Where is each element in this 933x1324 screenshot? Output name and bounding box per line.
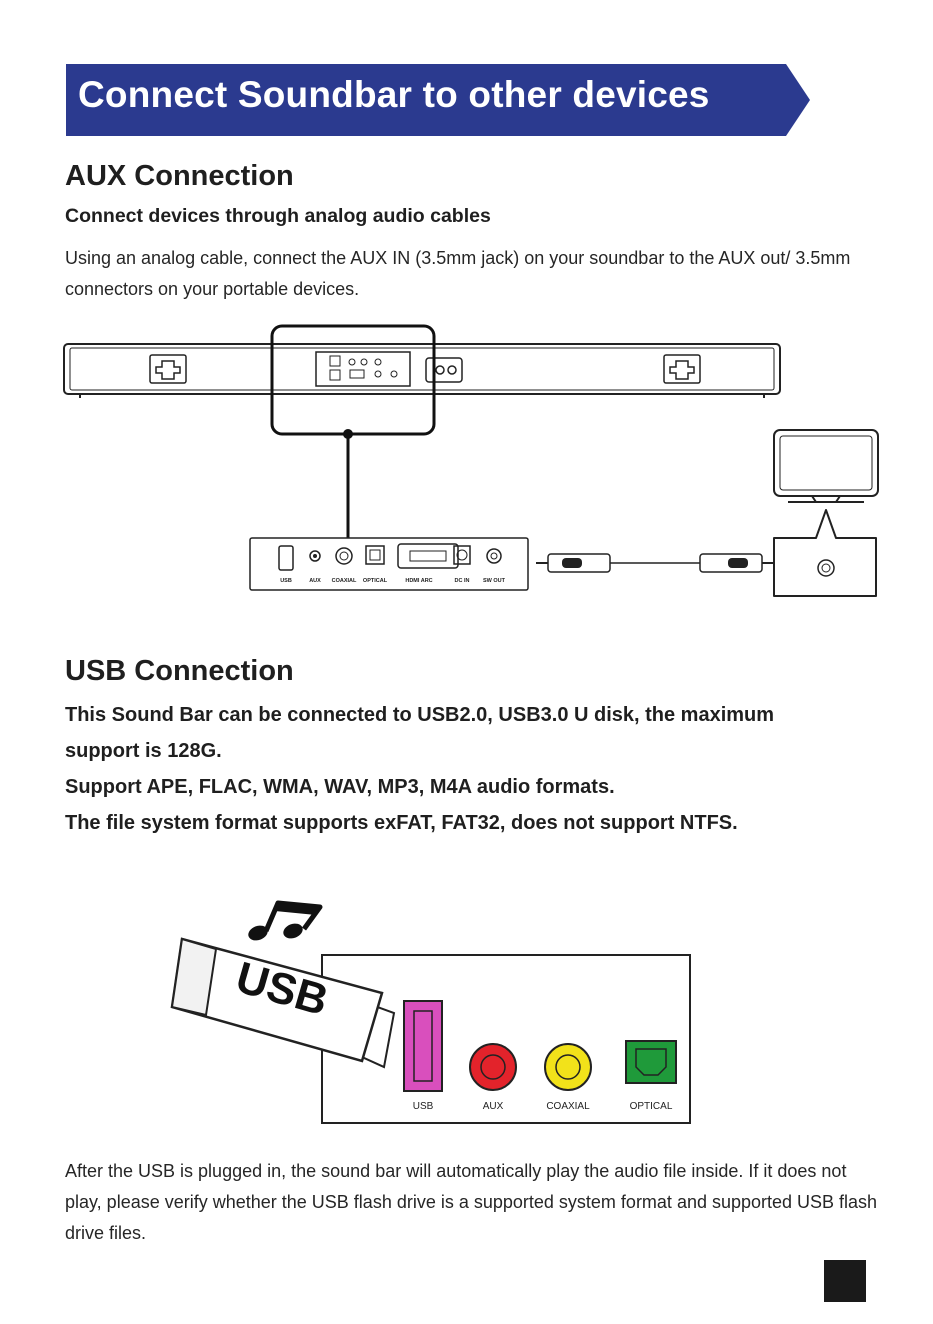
music-note-icon — [248, 900, 323, 941]
panel-label-usb: USB — [280, 578, 292, 584]
mount-plate-right-icon — [663, 354, 701, 384]
tv-icon — [773, 429, 879, 503]
page-title: Connect Soundbar to other devices — [78, 74, 710, 115]
aux-subheading: Connect devices through analog audio cab… — [65, 205, 491, 227]
page-number-box — [824, 1260, 866, 1302]
usb-line-2: support is 128G. — [65, 740, 222, 762]
header-banner — [66, 64, 810, 136]
rear-panel-enlarged: USB AUX COAXIAL OPTICAL HDMI ARC DC IN S… — [249, 537, 529, 591]
aux-heading: AUX Connection — [65, 160, 294, 192]
aux-connection-diagram: USB AUX COAXIAL OPTICAL HDMI ARC DC IN S… — [63, 324, 879, 597]
usb-line-4: The file system format supports exFAT, F… — [65, 812, 738, 834]
port-label-optical: OPTICAL — [630, 1101, 673, 1112]
usb-heading: USB Connection — [65, 655, 294, 687]
panel-label-aux: AUX — [309, 578, 321, 584]
port-label-usb: USB — [413, 1101, 434, 1112]
soundbar-illustration — [63, 343, 781, 398]
usb-line-1: This Sound Bar can be connected to USB2.… — [65, 704, 775, 726]
aux-port — [469, 1043, 517, 1091]
optical-port — [625, 1040, 677, 1084]
usb-connection-diagram: USB USB AUX COAXIAL OPTICAL — [170, 900, 691, 1124]
portable-device-icon — [773, 509, 877, 597]
panel-label-optical: OPTICAL — [363, 578, 388, 584]
usb-flash-drive-icon: USB — [170, 937, 396, 1069]
port-label-coaxial: COAXIAL — [546, 1101, 590, 1112]
mount-plate-left-icon — [149, 354, 187, 384]
aux-cable-illustration — [536, 553, 774, 573]
usb-footer-text: After the USB is plugged in, the sound b… — [65, 1161, 878, 1243]
panel-label-sw: SW OUT — [483, 578, 506, 584]
usb-port — [403, 1000, 443, 1092]
aux-body: Using an analog cable, connect the AUX I… — [65, 248, 851, 299]
panel-label-coaxial: COAXIAL — [332, 578, 357, 584]
usb-line-3: Support APE, FLAC, WMA, WAV, MP3, M4A au… — [65, 776, 615, 798]
coaxial-port — [544, 1043, 592, 1091]
panel-label-dc: DC IN — [455, 578, 470, 584]
panel-label-hdmi: HDMI ARC — [405, 578, 432, 584]
port-label-aux: AUX — [483, 1101, 504, 1112]
